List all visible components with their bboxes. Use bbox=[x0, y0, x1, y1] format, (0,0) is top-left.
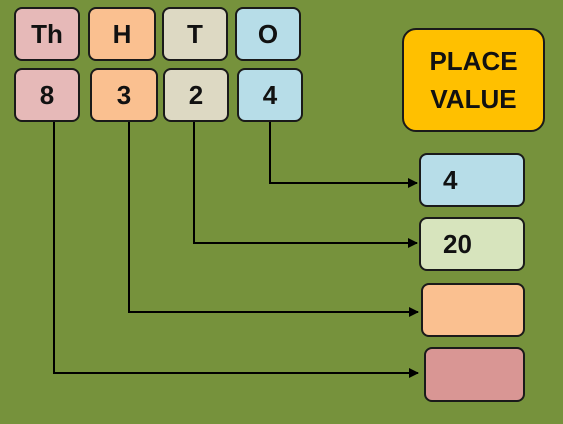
connector-thousands bbox=[53, 120, 419, 378]
header-hundreds: H bbox=[88, 7, 156, 61]
result-thousands bbox=[424, 347, 525, 402]
result-tens: 20 bbox=[419, 217, 525, 271]
title-line-2: VALUE bbox=[430, 84, 517, 114]
digit-thousands: 8 bbox=[14, 68, 80, 122]
header-thousands: Th bbox=[14, 7, 80, 61]
result-hundreds bbox=[421, 283, 525, 337]
header-ones: O bbox=[235, 7, 301, 61]
header-tens: T bbox=[162, 7, 228, 61]
digit-hundreds: 3 bbox=[90, 68, 158, 122]
result-ones: 4 bbox=[419, 153, 525, 207]
digit-ones: 4 bbox=[237, 68, 303, 122]
connector-tens bbox=[193, 120, 418, 248]
digit-tens: 2 bbox=[163, 68, 229, 122]
place-value-title: PLACE VALUE bbox=[402, 28, 545, 132]
connector-ones bbox=[269, 120, 418, 188]
connector-hundreds bbox=[128, 120, 419, 317]
title-line-1: PLACE bbox=[429, 46, 518, 76]
